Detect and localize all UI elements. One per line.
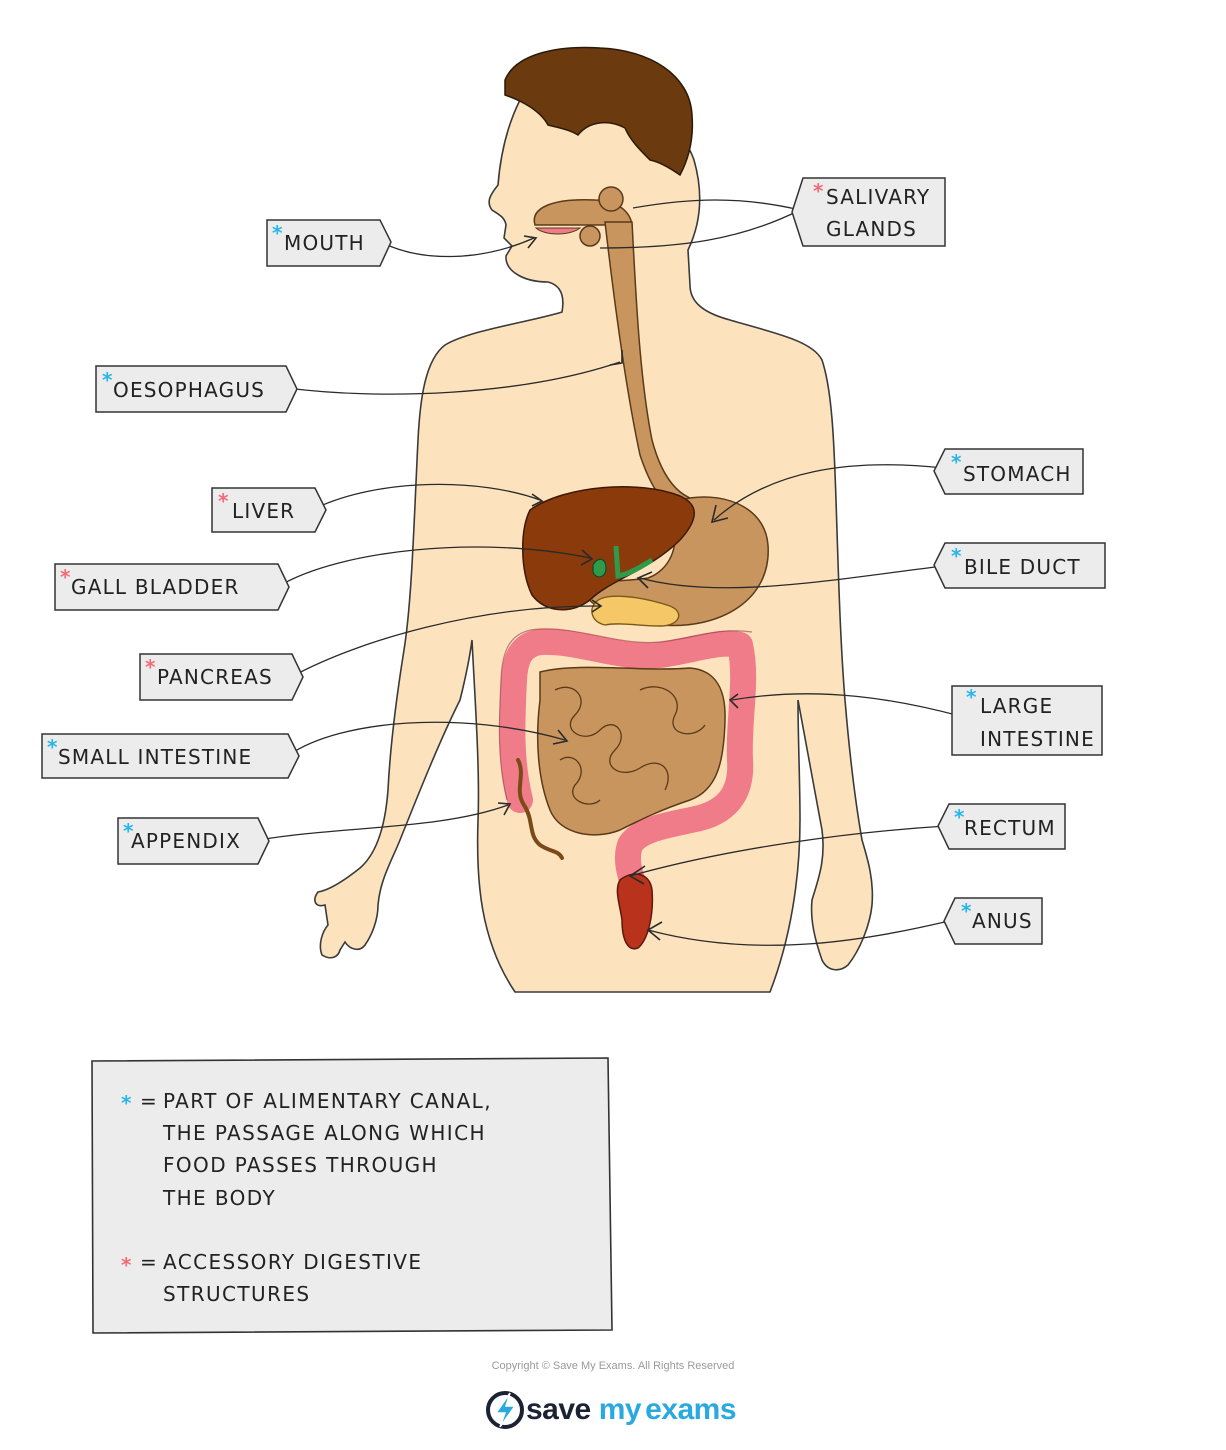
label-appendix: * APPENDIX xyxy=(117,817,270,865)
hair xyxy=(504,46,694,177)
legend-eq-alimentary: = xyxy=(140,1089,158,1113)
label-gall-bladder-text: GALL BLADDER xyxy=(71,575,240,599)
star-salivary: * xyxy=(813,179,824,203)
salivary-gland-lower xyxy=(579,225,601,247)
label-pancreas-text: PANCREAS xyxy=(157,665,273,689)
salivary-gland-upper xyxy=(598,186,624,212)
copyright-notice: Copyright © Save My Exams. All Rights Re… xyxy=(491,1360,735,1372)
leader-anus xyxy=(647,919,954,946)
organs xyxy=(498,186,769,950)
label-liver: * LIVER xyxy=(211,487,327,533)
star-small-intestine: * xyxy=(47,735,58,759)
label-small-intestine: * SMALL INTESTINE xyxy=(41,733,300,779)
star-gall-bladder: * xyxy=(60,565,71,589)
legend-box: * = PART OF ALIMENTARY CANAL, THE PASSAG… xyxy=(91,1057,613,1334)
gall-bladder xyxy=(592,558,607,578)
label-stomach-text: STOMACH xyxy=(963,462,1072,486)
leader-arrowheads xyxy=(497,235,739,941)
legend-star-alimentary: * xyxy=(121,1091,132,1115)
label-salivary-glands: * SALIVARY GLANDS xyxy=(791,177,946,247)
legend-alimentary-line-2: THE PASSAGE ALONG WHICH xyxy=(162,1121,486,1145)
label-mouth: * MOUTH xyxy=(266,219,392,267)
label-mouth-text: MOUTH xyxy=(284,231,365,255)
pancreas xyxy=(591,595,680,627)
legend-alimentary-line-3: FOOD PASSES THROUGH xyxy=(163,1153,438,1177)
label-small-intestine-text: SMALL INTESTINE xyxy=(58,745,252,769)
leader-salivary-1 xyxy=(632,199,801,211)
logo-word-my: my xyxy=(598,1393,642,1426)
large-intestine-outline xyxy=(498,628,753,801)
legend-eq-accessory: = xyxy=(140,1250,158,1274)
label-large-intestine-text-1: LARGE xyxy=(980,694,1053,718)
leader-small-intestine xyxy=(288,721,566,756)
star-mouth: * xyxy=(272,221,283,245)
star-pancreas: * xyxy=(145,655,156,679)
bile-duct-shape xyxy=(613,545,654,579)
label-large-intestine-text-2: INTESTINE xyxy=(980,727,1095,751)
tongue xyxy=(534,227,582,235)
label-gall-bladder: * GALL BLADDER xyxy=(54,563,290,611)
small-intestine-coils xyxy=(554,686,706,805)
leader-pancreas xyxy=(292,605,601,677)
leader-appendix xyxy=(258,804,509,841)
star-bile-duct: * xyxy=(951,544,962,568)
star-large-intestine: * xyxy=(966,685,977,709)
label-bile-duct-text: BILE DUCT xyxy=(964,555,1081,579)
leader-large-intestine xyxy=(731,693,961,717)
label-salivary-text-2: GLANDS xyxy=(826,217,917,241)
star-oesophagus: * xyxy=(102,368,113,392)
label-liver-text: LIVER xyxy=(232,499,295,523)
star-liver: * xyxy=(218,489,229,513)
save-my-exams-logo: save my exams xyxy=(484,1388,737,1432)
star-rectum: * xyxy=(954,805,965,829)
label-oesophagus: * OESOPHAGUS xyxy=(95,365,298,413)
legend-accessory-line-2: STRUCTURES xyxy=(163,1282,311,1306)
star-appendix: * xyxy=(123,819,134,843)
logo-word-save: save xyxy=(526,1393,591,1426)
leader-lines xyxy=(258,199,961,946)
star-stomach: * xyxy=(951,450,962,474)
leader-stomach xyxy=(713,464,944,521)
label-salivary-text-1: SALIVARY xyxy=(826,185,930,209)
legend-alimentary-line-4: THE BODY xyxy=(162,1186,276,1210)
label-large-intestine: * LARGE INTESTINE xyxy=(951,685,1103,756)
label-anus-text: ANUS xyxy=(972,909,1033,933)
large-intestine xyxy=(499,628,757,901)
legend-accessory-line-1: ACCESSORY DIGESTIVE xyxy=(163,1250,422,1274)
legend-alimentary-line-1: PART OF ALIMENTARY CANAL, xyxy=(163,1089,492,1113)
label-oesophagus-text: OESOPHAGUS xyxy=(113,378,265,402)
label-stomach: * STOMACH xyxy=(933,448,1084,495)
logo-word-exams: exams xyxy=(645,1393,737,1426)
leader-oesophagus xyxy=(286,361,621,395)
leader-liver xyxy=(315,483,541,509)
appendix xyxy=(516,758,564,860)
star-anus: * xyxy=(961,899,972,923)
leader-salivary-2 xyxy=(599,209,801,249)
legend-star-accessory: * xyxy=(121,1253,132,1277)
label-tags: * MOUTH * OESOPHAGUS * LIVER * GALL BLAD… xyxy=(41,177,1106,945)
leader-mouth xyxy=(380,237,535,258)
leader-gall-bladder xyxy=(278,546,591,587)
leader-bile-duct xyxy=(639,565,944,589)
label-rectum-text: RECTUM xyxy=(964,816,1056,840)
lightning-bolt-icon xyxy=(486,1391,524,1429)
rectum xyxy=(616,873,654,950)
leader-rectum xyxy=(629,825,947,877)
label-bile-duct: * BILE DUCT xyxy=(933,542,1106,589)
label-pancreas: * PANCREAS xyxy=(139,653,304,701)
label-anus: * ANUS xyxy=(943,897,1043,945)
small-intestine xyxy=(536,666,726,836)
label-rectum: * RECTUM xyxy=(937,803,1066,850)
label-appendix-text: APPENDIX xyxy=(131,829,241,853)
